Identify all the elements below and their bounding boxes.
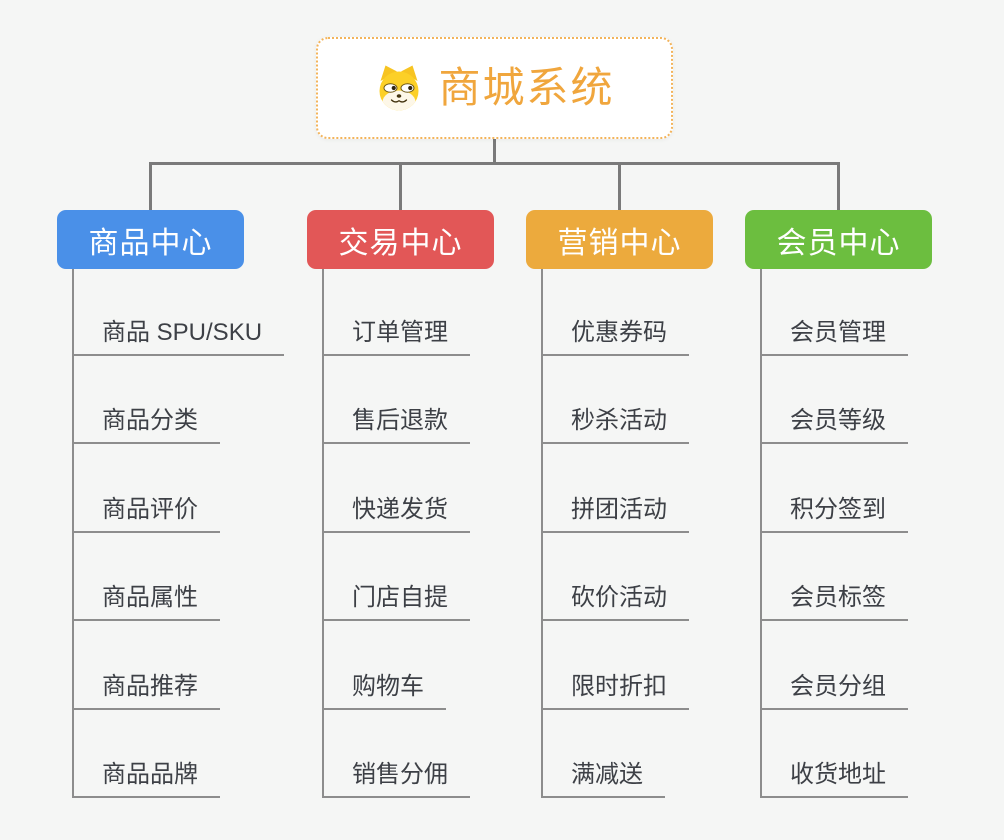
leaf-topic[interactable]: 会员管理 (760, 267, 1004, 356)
leaf-topic[interactable]: 优惠券码 (541, 267, 813, 356)
leaf-label: 销售分佣 (322, 763, 470, 798)
leaf-topic[interactable]: 会员标签 (760, 533, 1004, 621)
leaf-topic[interactable]: 快递发货 (322, 444, 594, 533)
leaf-column-trade: 订单管理 售后退款 快递发货 门店自提 购物车 销售分佣 (322, 267, 594, 798)
branch-label: 会员中心 (776, 226, 901, 260)
branch-topic-marketing-center[interactable]: 营销中心 (526, 210, 713, 269)
leaf-label: 快递发货 (322, 497, 470, 533)
leaf-label: 优惠券码 (541, 320, 689, 356)
leaf-label: 积分签到 (760, 497, 908, 533)
branch-drop-connector (149, 162, 152, 210)
leaf-topic[interactable]: 商品评价 (72, 444, 344, 533)
root-topic-title: 商城系统 (438, 64, 615, 111)
leaf-topic[interactable]: 购物车 (322, 621, 594, 710)
leaf-label: 商品评价 (72, 497, 220, 533)
leaf-topic[interactable]: 售后退款 (322, 356, 594, 444)
leaf-topic[interactable]: 砍价活动 (541, 533, 813, 621)
leaf-topic[interactable]: 拼团活动 (541, 444, 813, 533)
leaf-label: 拼团活动 (541, 497, 689, 533)
leaf-topic[interactable]: 积分签到 (760, 444, 1004, 533)
leaf-label: 购物车 (322, 674, 446, 710)
leaf-topic[interactable]: 会员分组 (760, 621, 1004, 710)
leaf-topic[interactable]: 门店自提 (322, 533, 594, 621)
leaf-topic[interactable]: 秒杀活动 (541, 356, 813, 444)
branch-label: 交易中心 (338, 226, 463, 260)
leaf-label: 商品品牌 (72, 763, 220, 798)
leaf-topic[interactable]: 商品分类 (72, 356, 344, 444)
leaf-label: 商品推荐 (72, 674, 220, 710)
leaf-column-product: 商品 SPU/SKU 商品分类 商品评价 商品属性 商品推荐 商品品牌 (72, 267, 344, 798)
leaf-topic[interactable]: 商品属性 (72, 533, 344, 621)
branch-horizontal-connector (149, 162, 840, 165)
branch-label: 营销中心 (557, 226, 682, 260)
leaf-label: 砍价活动 (541, 586, 689, 621)
root-stem-connector (493, 139, 496, 165)
branch-topic-product-center[interactable]: 商品中心 (57, 210, 244, 269)
branch-drop-connector (837, 162, 840, 210)
leaf-label: 秒杀活动 (541, 409, 689, 444)
leaf-topic[interactable]: 会员等级 (760, 356, 1004, 444)
leaf-label: 会员分组 (760, 674, 908, 710)
branch-drop-connector (618, 162, 621, 210)
leaf-topic[interactable]: 限时折扣 (541, 621, 813, 710)
leaf-label: 会员等级 (760, 409, 908, 444)
doge-face-icon[interactable] (374, 63, 424, 113)
leaf-label: 订单管理 (322, 320, 470, 356)
leaf-label: 收货地址 (760, 763, 908, 798)
leaf-topic[interactable]: 收货地址 (760, 710, 1004, 798)
leaf-label: 门店自提 (322, 586, 470, 621)
leaf-topic[interactable]: 商品品牌 (72, 710, 344, 798)
leaf-label: 商品 SPU/SKU (72, 320, 285, 356)
leaf-topic[interactable]: 订单管理 (322, 267, 594, 356)
leaf-label: 限时折扣 (541, 674, 689, 710)
leaf-topic[interactable]: 销售分佣 (322, 710, 594, 798)
leaf-topic[interactable]: 商品推荐 (72, 621, 344, 710)
leaf-label: 商品分类 (72, 409, 220, 444)
branch-topic-trade-center[interactable]: 交易中心 (307, 210, 494, 269)
leaf-column-member: 会员管理 会员等级 积分签到 会员标签 会员分组 收货地址 (760, 267, 1004, 798)
branch-label: 商品中心 (88, 226, 213, 260)
leaf-label: 满减送 (541, 763, 665, 798)
leaf-label: 售后退款 (322, 409, 470, 444)
leaf-label: 会员管理 (760, 320, 908, 356)
leaf-column-marketing: 优惠券码 秒杀活动 拼团活动 砍价活动 限时折扣 满减送 (541, 267, 813, 798)
leaf-topic[interactable]: 商品 SPU/SKU (72, 267, 344, 356)
branch-drop-connector (399, 162, 402, 210)
leaf-label: 商品属性 (72, 586, 220, 621)
leaf-topic[interactable]: 满减送 (541, 710, 813, 798)
root-topic[interactable]: 商城系统 (316, 37, 673, 139)
leaf-label: 会员标签 (760, 586, 908, 621)
branch-topic-member-center[interactable]: 会员中心 (745, 210, 932, 269)
